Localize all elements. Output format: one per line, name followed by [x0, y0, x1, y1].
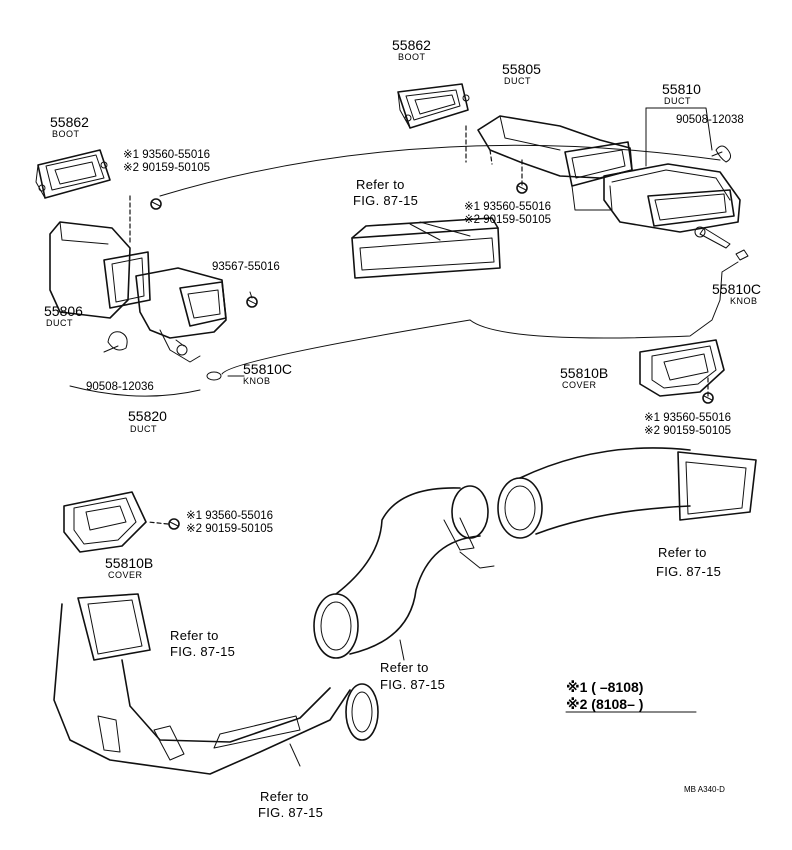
lower-left-floor-duct-part[interactable]: [53, 593, 379, 775]
screw-group-upper-center-2: ※2 90159-50105: [464, 214, 552, 226]
knob-right-part[interactable]: [735, 249, 749, 261]
clip-90508-12036-part[interactable]: [103, 331, 128, 353]
duct-55805-part[interactable]: [477, 115, 633, 211]
refer-lower-left-2: FIG. 87-15: [170, 644, 236, 659]
refer-lower-left-1: Refer to: [170, 628, 219, 643]
legend-row-1: ※1 ( –8108): [566, 679, 644, 695]
part-number-boot-left: 55862: [50, 114, 89, 130]
clip-number-right: 90508-12038: [676, 114, 744, 126]
refer-upper-1: Refer to: [356, 177, 405, 192]
part-number-duct-55806: 55806: [44, 303, 83, 319]
screw-group-lower-left-1: ※1 93560-55016: [186, 510, 274, 522]
clip-90508-12038-part[interactable]: [711, 145, 732, 163]
screw-93567-number: 93567-55016: [212, 261, 280, 273]
boot-left-part[interactable]: [35, 149, 111, 199]
refer-upper-2: FIG. 87-15: [353, 193, 419, 208]
leader-lines: [69, 107, 739, 767]
duct-55810-part[interactable]: [603, 163, 741, 249]
screw-group-upper-left-2: ※2 90159-50105: [123, 162, 211, 174]
cover-left-part[interactable]: [63, 491, 147, 553]
part-name-cover-right: COVER: [562, 380, 597, 390]
part-number-cover-right: 55810B: [560, 365, 609, 381]
part-name-duct-55820: DUCT: [130, 424, 157, 434]
legend-row-2: ※2 (8108– ): [566, 696, 644, 712]
part-name-boot-left: BOOT: [52, 129, 80, 139]
part-name-duct-55806: DUCT: [46, 318, 73, 328]
part-name-duct-55810: DUCT: [664, 96, 691, 106]
boot-top-part[interactable]: [397, 83, 470, 129]
part-number-boot-top: 55862: [392, 37, 431, 53]
part-number-knob-left: 55810C: [243, 361, 293, 377]
part-number-knob-right: 55810C: [712, 281, 762, 297]
screw-group-upper-center-1: ※1 93560-55016: [464, 201, 552, 213]
drawing-code: MB A340-D: [684, 785, 725, 794]
part-number-cover-left: 55810B: [105, 555, 154, 571]
duct-55820-part[interactable]: [135, 267, 227, 363]
part-name-boot-top: BOOT: [398, 52, 426, 62]
refer-center-1: Refer to: [380, 660, 429, 675]
screw-lower-left-part[interactable]: [168, 518, 180, 530]
screw-upper-left-part[interactable]: [150, 198, 162, 210]
part-number-duct-55820: 55820: [128, 408, 167, 424]
duct-55806-part[interactable]: [49, 195, 151, 319]
refer-lower-right-1: Refer to: [658, 545, 707, 560]
screw-group-lower-left-2: ※2 90159-50105: [186, 523, 274, 535]
cover-right-part[interactable]: [639, 339, 725, 397]
part-name-knob-left: KNOB: [243, 376, 271, 386]
knob-left-part[interactable]: [206, 371, 222, 381]
screw-group-upper-left-1: ※1 93560-55016: [123, 149, 211, 161]
refer-bottom-2: FIG. 87-15: [258, 805, 324, 820]
part-name-cover-left: COVER: [108, 570, 143, 580]
part-number-duct-55805: 55805: [502, 61, 541, 77]
refer-lower-right-2: FIG. 87-15: [656, 564, 722, 579]
screw-group-right-1: ※1 93560-55016: [644, 412, 732, 424]
center-floor-duct-part[interactable]: [313, 447, 757, 659]
screw-group-right-2: ※2 90159-50105: [644, 425, 732, 437]
clip-number-left: 90508-12036: [86, 381, 154, 393]
part-name-duct-55805: DUCT: [504, 76, 531, 86]
register-box-part[interactable]: [351, 217, 501, 279]
part-name-knob-right: KNOB: [730, 296, 758, 306]
refer-bottom-1: Refer to: [260, 789, 309, 804]
part-number-duct-55810: 55810: [662, 81, 701, 97]
refer-center-2: FIG. 87-15: [380, 677, 446, 692]
